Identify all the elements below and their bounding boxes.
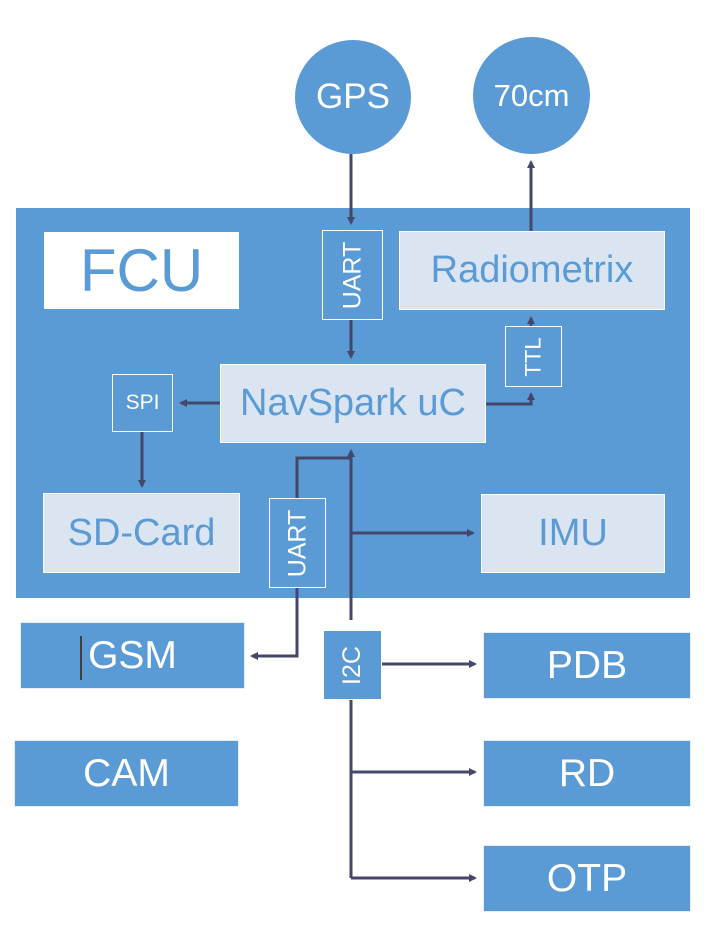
spi-label: SPI [125,391,160,414]
cam-node: CAM [14,740,239,807]
pdb-node: PDB [483,632,691,699]
text-cursor [80,636,82,680]
navspark-label: NavSpark uC [240,382,466,424]
fcu-label: FCU [79,237,204,304]
imu-node: IMU [481,494,665,573]
gsm-node: GSM [20,622,245,689]
gps-label: GPS [316,77,390,116]
cam-label: CAM [83,751,170,795]
ttl-tag: TTL [505,326,562,387]
sdcard-label: SD-Card [67,511,216,554]
radio-70cm-label: 70cm [493,77,570,113]
gps-node: GPS [295,40,411,154]
radio-70cm-node: 70cm [473,37,590,154]
gsm-label: GSM [88,633,177,677]
rd-node: RD [483,740,691,807]
pdb-label: PDB [546,643,628,687]
arrow-navspark-to-ttl [486,392,535,406]
navspark-node: NavSpark uC [220,364,486,443]
fcu-title: FCU [44,232,239,309]
line-bus-to-uart-bottom [295,456,351,498]
spi-tag: SPI [112,374,173,432]
otp-label: OTP [546,856,628,900]
uart-top-tag: UART [322,230,383,320]
sdcard-node: SD-Card [43,493,240,573]
rd-label: RD [558,751,616,795]
i2c-tag: I2C [323,630,382,700]
radiometrix-node: Radiometrix [399,231,665,310]
radiometrix-label: Radiometrix [430,249,634,291]
arrow-uart-to-gsm [250,588,299,660]
uart-bottom-tag: UART [269,498,326,588]
imu-label: IMU [538,512,608,554]
otp-node: OTP [483,845,691,912]
